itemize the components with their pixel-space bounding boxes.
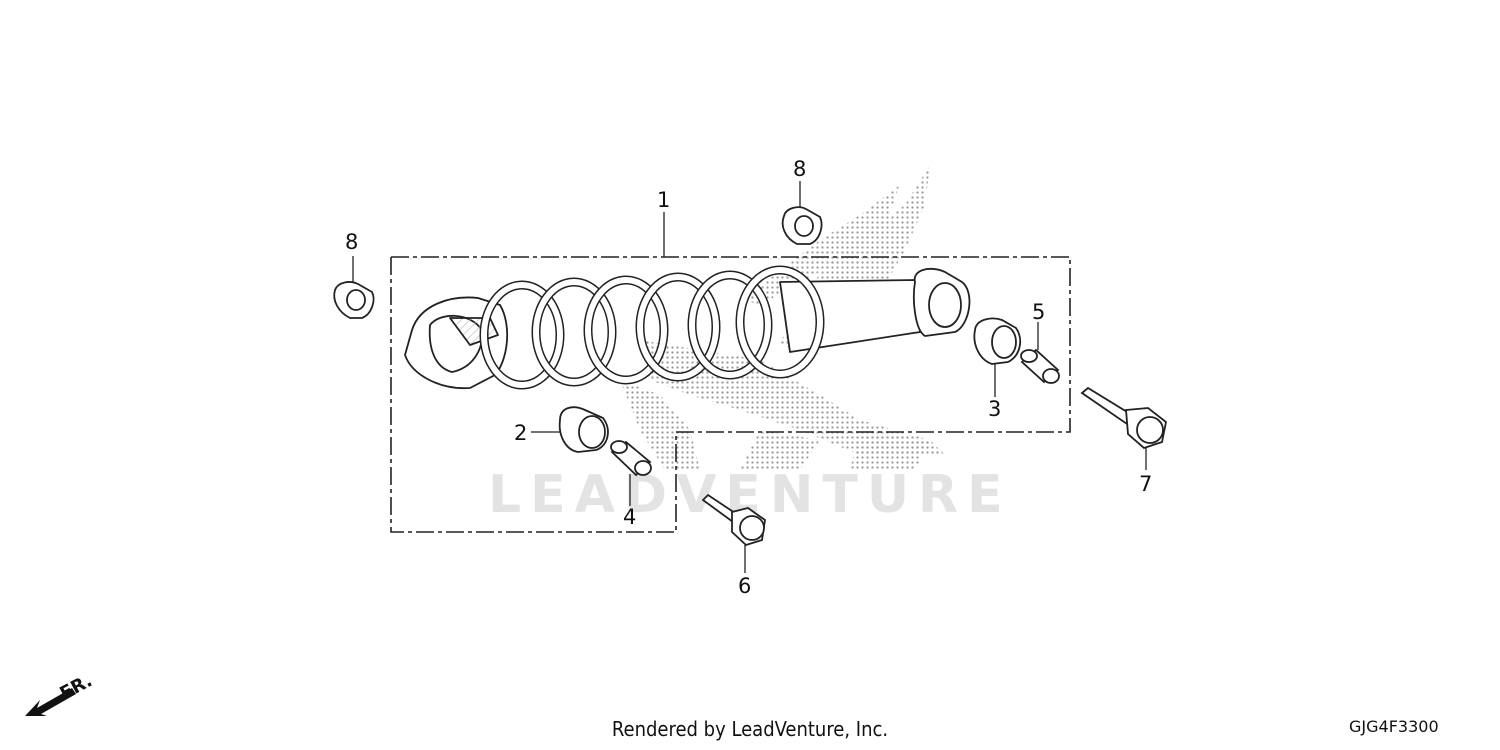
- callout-6: 6: [738, 574, 751, 598]
- leader-lines: [352, 181, 1147, 573]
- callout-8-top: 8: [793, 157, 806, 181]
- diagram-code: GJG4F3300: [1349, 717, 1439, 736]
- flange-nut-8a: [333, 281, 375, 319]
- flange-bolt-6: [701, 493, 766, 547]
- callout-8-left: 8: [345, 230, 358, 254]
- flange-nut-8b: [781, 206, 823, 245]
- bushing-2: [558, 406, 609, 453]
- callout-5: 5: [1032, 300, 1045, 324]
- collar-5: [1020, 348, 1060, 384]
- callout-1: 1: [657, 188, 670, 212]
- collar-4: [610, 440, 652, 477]
- callout-7: 7: [1139, 472, 1152, 496]
- callout-2: 2: [514, 421, 527, 445]
- rear-shock-absorber: [404, 265, 971, 390]
- assembly-boundary: [390, 256, 1071, 533]
- bushing-3: [973, 317, 1022, 365]
- callout-4: 4: [623, 505, 636, 529]
- render-credit: Rendered by LeadVenture, Inc.: [611, 717, 889, 741]
- callout-3: 3: [988, 397, 1001, 421]
- flange-bolt-7: [1080, 386, 1167, 450]
- front-direction-indicator: FR.: [25, 670, 96, 716]
- direction-arrow-icon: [25, 688, 76, 716]
